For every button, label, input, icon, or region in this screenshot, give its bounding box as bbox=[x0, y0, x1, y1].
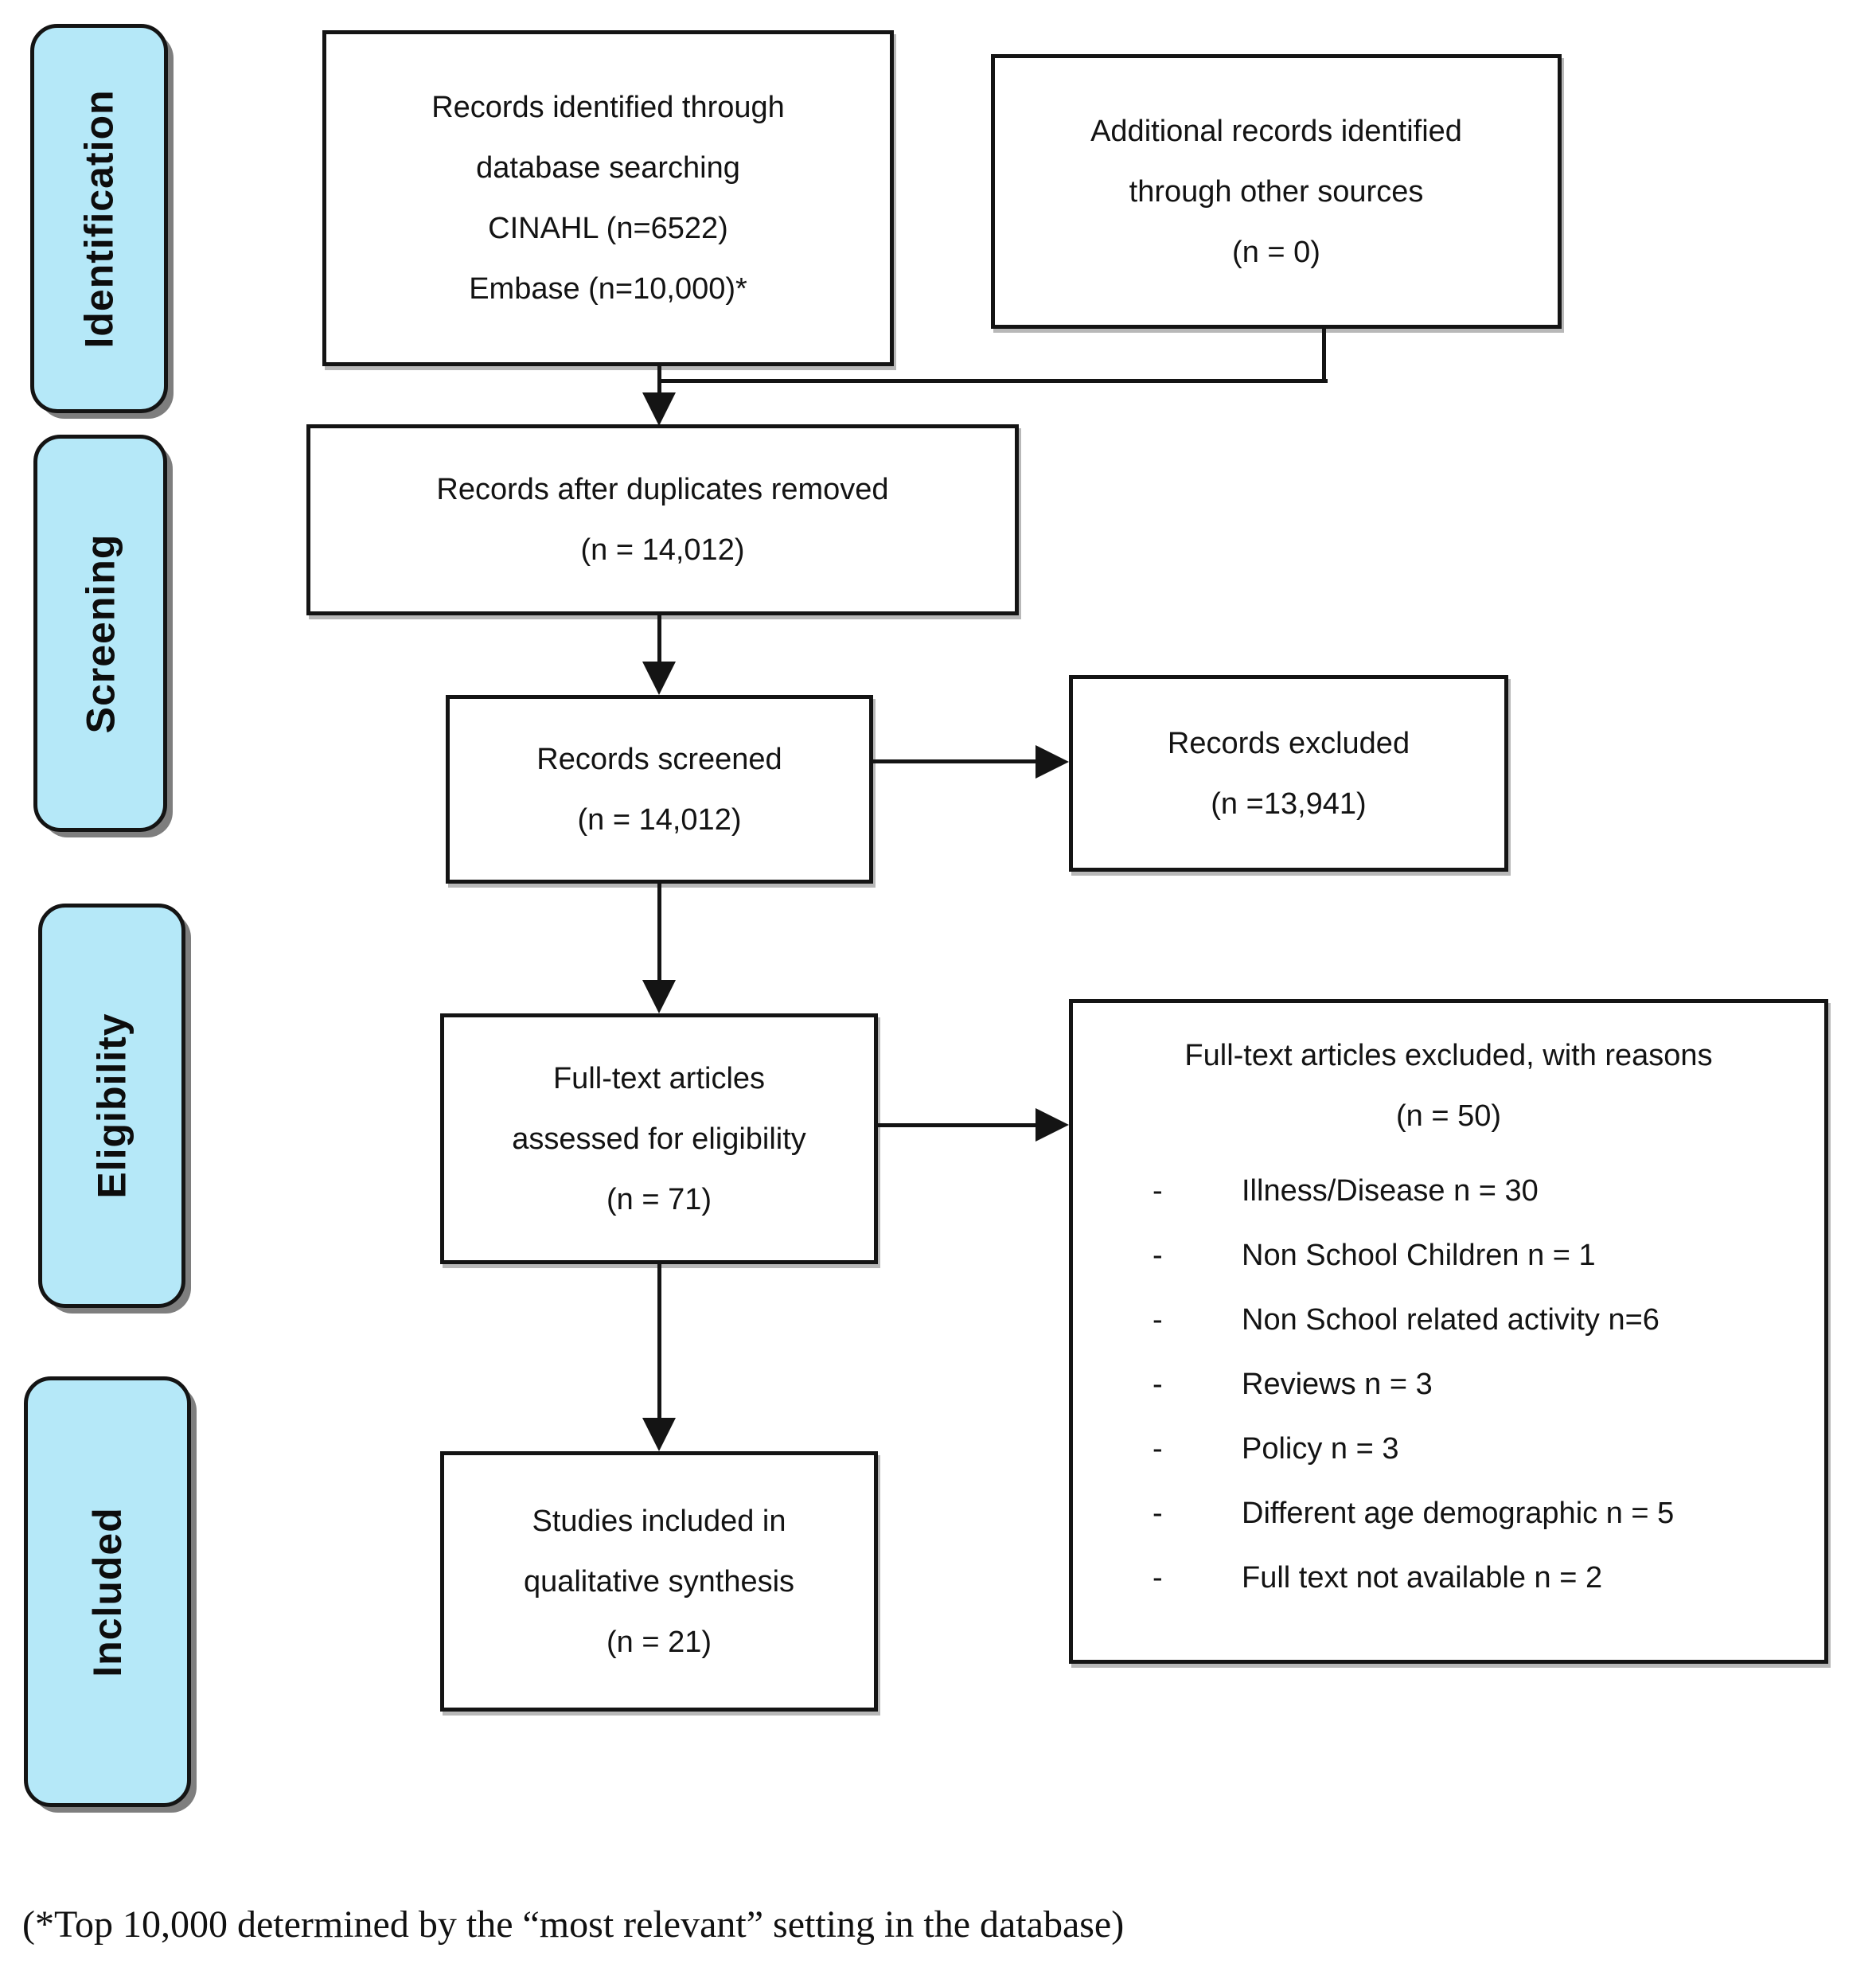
exclusion-reason-text: Different age demographic n = 5 bbox=[1242, 1497, 1675, 1530]
connector-line bbox=[657, 884, 661, 982]
dash-bullet: - bbox=[1153, 1368, 1163, 1401]
connector-line bbox=[657, 379, 1328, 383]
stage-box-included: Included bbox=[24, 1376, 191, 1807]
exclusion-reason-text: Policy n = 3 bbox=[1242, 1432, 1399, 1466]
box-records-screened: Records screened (n = 14,012) bbox=[446, 695, 873, 884]
exclusion-reason-text: Full text not available n = 2 bbox=[1242, 1561, 1603, 1595]
box-fulltext-assessed: Full-text articles assessed for eligibil… bbox=[440, 1013, 878, 1264]
box-fulltext-excluded: Full-text articles excluded, with reason… bbox=[1069, 999, 1828, 1664]
box-text-line: Records screened bbox=[536, 742, 782, 776]
box-text-line: Records after duplicates removed bbox=[436, 473, 889, 506]
box-text-line: (n = 14,012) bbox=[580, 533, 745, 567]
dash-bullet: - bbox=[1153, 1303, 1163, 1337]
stage-box-screening: Screening bbox=[33, 435, 167, 832]
box-studies-included: Studies included in qualitative synthesi… bbox=[440, 1451, 878, 1712]
connector-line bbox=[657, 615, 661, 665]
box-text-line: Studies included in bbox=[532, 1504, 786, 1538]
footnote: (*Top 10,000 determined by the “most rel… bbox=[22, 1903, 1125, 1946]
box-text-line: Records excluded bbox=[1167, 726, 1410, 760]
connector-line bbox=[878, 1123, 1037, 1127]
connector-line bbox=[657, 1264, 661, 1419]
exclusion-reasons-title: Full-text articles excluded, with reason… bbox=[1184, 1039, 1713, 1072]
exclusion-reason-text: Non School related activity n=6 bbox=[1242, 1303, 1660, 1337]
arrow-down-icon bbox=[642, 1418, 676, 1451]
exclusion-reason-text: Illness/Disease n = 30 bbox=[1242, 1174, 1539, 1208]
box-records-identified: Records identified through database sear… bbox=[322, 30, 894, 366]
connector-line bbox=[873, 759, 1037, 763]
box-text-line: database searching bbox=[476, 151, 740, 185]
arrow-right-icon bbox=[1036, 745, 1069, 779]
exclusion-reason-item: - Full text not available n = 2 bbox=[1153, 1546, 1824, 1610]
arrow-right-icon bbox=[1036, 1108, 1069, 1142]
exclusion-reasons-count: (n = 50) bbox=[1395, 1099, 1502, 1133]
dash-bullet: - bbox=[1153, 1174, 1163, 1208]
stage-box-identification: Identification bbox=[30, 24, 168, 413]
exclusion-reason-text: Non School Children n = 1 bbox=[1242, 1239, 1596, 1272]
arrow-down-icon bbox=[642, 662, 676, 695]
dash-bullet: - bbox=[1153, 1561, 1163, 1595]
stage-box-eligibility: Eligibility bbox=[38, 904, 185, 1308]
dash-bullet: - bbox=[1153, 1432, 1163, 1466]
box-text-line: Records identified through bbox=[431, 91, 785, 124]
exclusion-reason-item: - Reviews n = 3 bbox=[1153, 1353, 1824, 1417]
stage-label-included: Included bbox=[85, 1506, 131, 1677]
stage-label-eligibility: Eligibility bbox=[89, 1013, 135, 1199]
exclusion-reason-item: - Illness/Disease n = 30 bbox=[1153, 1159, 1824, 1224]
exclusion-reason-text: Reviews n = 3 bbox=[1242, 1368, 1433, 1401]
box-text-line: Embase (n=10,000)* bbox=[469, 272, 747, 306]
exclusion-reason-item: - Non School related activity n=6 bbox=[1153, 1288, 1824, 1353]
exclusion-reason-item: - Non School Children n = 1 bbox=[1153, 1224, 1824, 1288]
box-text-line: (n =13,941) bbox=[1211, 787, 1367, 821]
arrow-down-icon bbox=[642, 980, 676, 1013]
box-text-line: (n = 0) bbox=[1232, 235, 1320, 269]
box-text-line: assessed for eligibility bbox=[512, 1122, 806, 1156]
box-text-line: (n = 14,012) bbox=[577, 802, 742, 837]
box-text-line: Full-text articles bbox=[552, 1061, 766, 1095]
box-records-excluded: Records excluded (n =13,941) bbox=[1069, 675, 1508, 872]
box-text-line: through other sources bbox=[1129, 174, 1424, 209]
box-additional-records: Additional records identified through ot… bbox=[991, 54, 1562, 329]
stage-label-screening: Screening bbox=[78, 533, 123, 733]
box-text-line: Additional records identified bbox=[1090, 114, 1462, 148]
connector-line bbox=[1322, 329, 1326, 383]
box-duplicates-removed: Records after duplicates removed (n = 14… bbox=[306, 424, 1019, 615]
exclusion-reasons-list: - Illness/Disease n = 30 - Non School Ch… bbox=[1073, 1159, 1824, 1610]
dash-bullet: - bbox=[1153, 1497, 1163, 1530]
box-text-line: (n = 71) bbox=[606, 1182, 712, 1216]
stage-label-identification: Identification bbox=[76, 88, 122, 349]
dash-bullet: - bbox=[1153, 1239, 1163, 1272]
box-text-line: (n = 21) bbox=[606, 1625, 712, 1659]
exclusion-reason-item: - Policy n = 3 bbox=[1153, 1417, 1824, 1481]
arrow-down-icon bbox=[642, 392, 676, 426]
exclusion-reason-item: - Different age demographic n = 5 bbox=[1153, 1481, 1824, 1546]
box-text-line: qualitative synthesis bbox=[523, 1564, 795, 1599]
box-text-line: CINAHL (n=6522) bbox=[488, 212, 728, 245]
